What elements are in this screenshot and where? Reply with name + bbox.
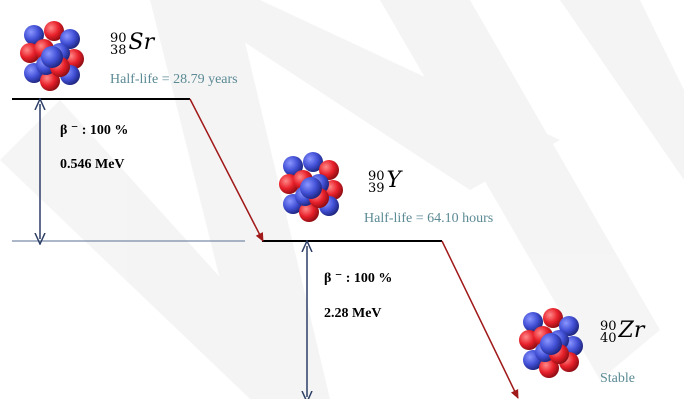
- decay-mode-y: β ⁻ : 100 %: [324, 271, 393, 286]
- nucleus-icon-sr: [20, 21, 84, 91]
- atomic-number-sr: 38: [110, 42, 127, 58]
- nucleus-icon-y: [279, 152, 343, 222]
- element-symbol-y: Y: [386, 168, 402, 193]
- mass-number-sr: 90: [110, 30, 127, 46]
- decay-mode-sr: β ⁻ : 100 %: [60, 123, 129, 138]
- atomic-number-y: 39: [368, 180, 385, 196]
- atomic-number-zr: 40: [600, 330, 617, 346]
- mass-number-y: 90: [368, 168, 385, 184]
- element-symbol-zr: Zr: [618, 318, 645, 343]
- nucleus-icon-zr: [519, 308, 583, 378]
- decay-energy-sr: 0.546 MeV: [60, 157, 125, 172]
- mass-number-zr: 90: [600, 318, 617, 334]
- decay-arrow-sr-to-y: [189, 98, 264, 242]
- element-symbol-sr: Sr: [128, 30, 155, 55]
- decay-arrow-y-to-zr: [441, 240, 519, 399]
- stability-zr: Stable: [600, 371, 635, 386]
- decay-energy-y: 2.28 MeV: [324, 306, 382, 321]
- half-life-sr: Half-life = 28.79 years: [110, 72, 238, 87]
- half-life-y: Half-life = 64.10 hours: [364, 211, 494, 226]
